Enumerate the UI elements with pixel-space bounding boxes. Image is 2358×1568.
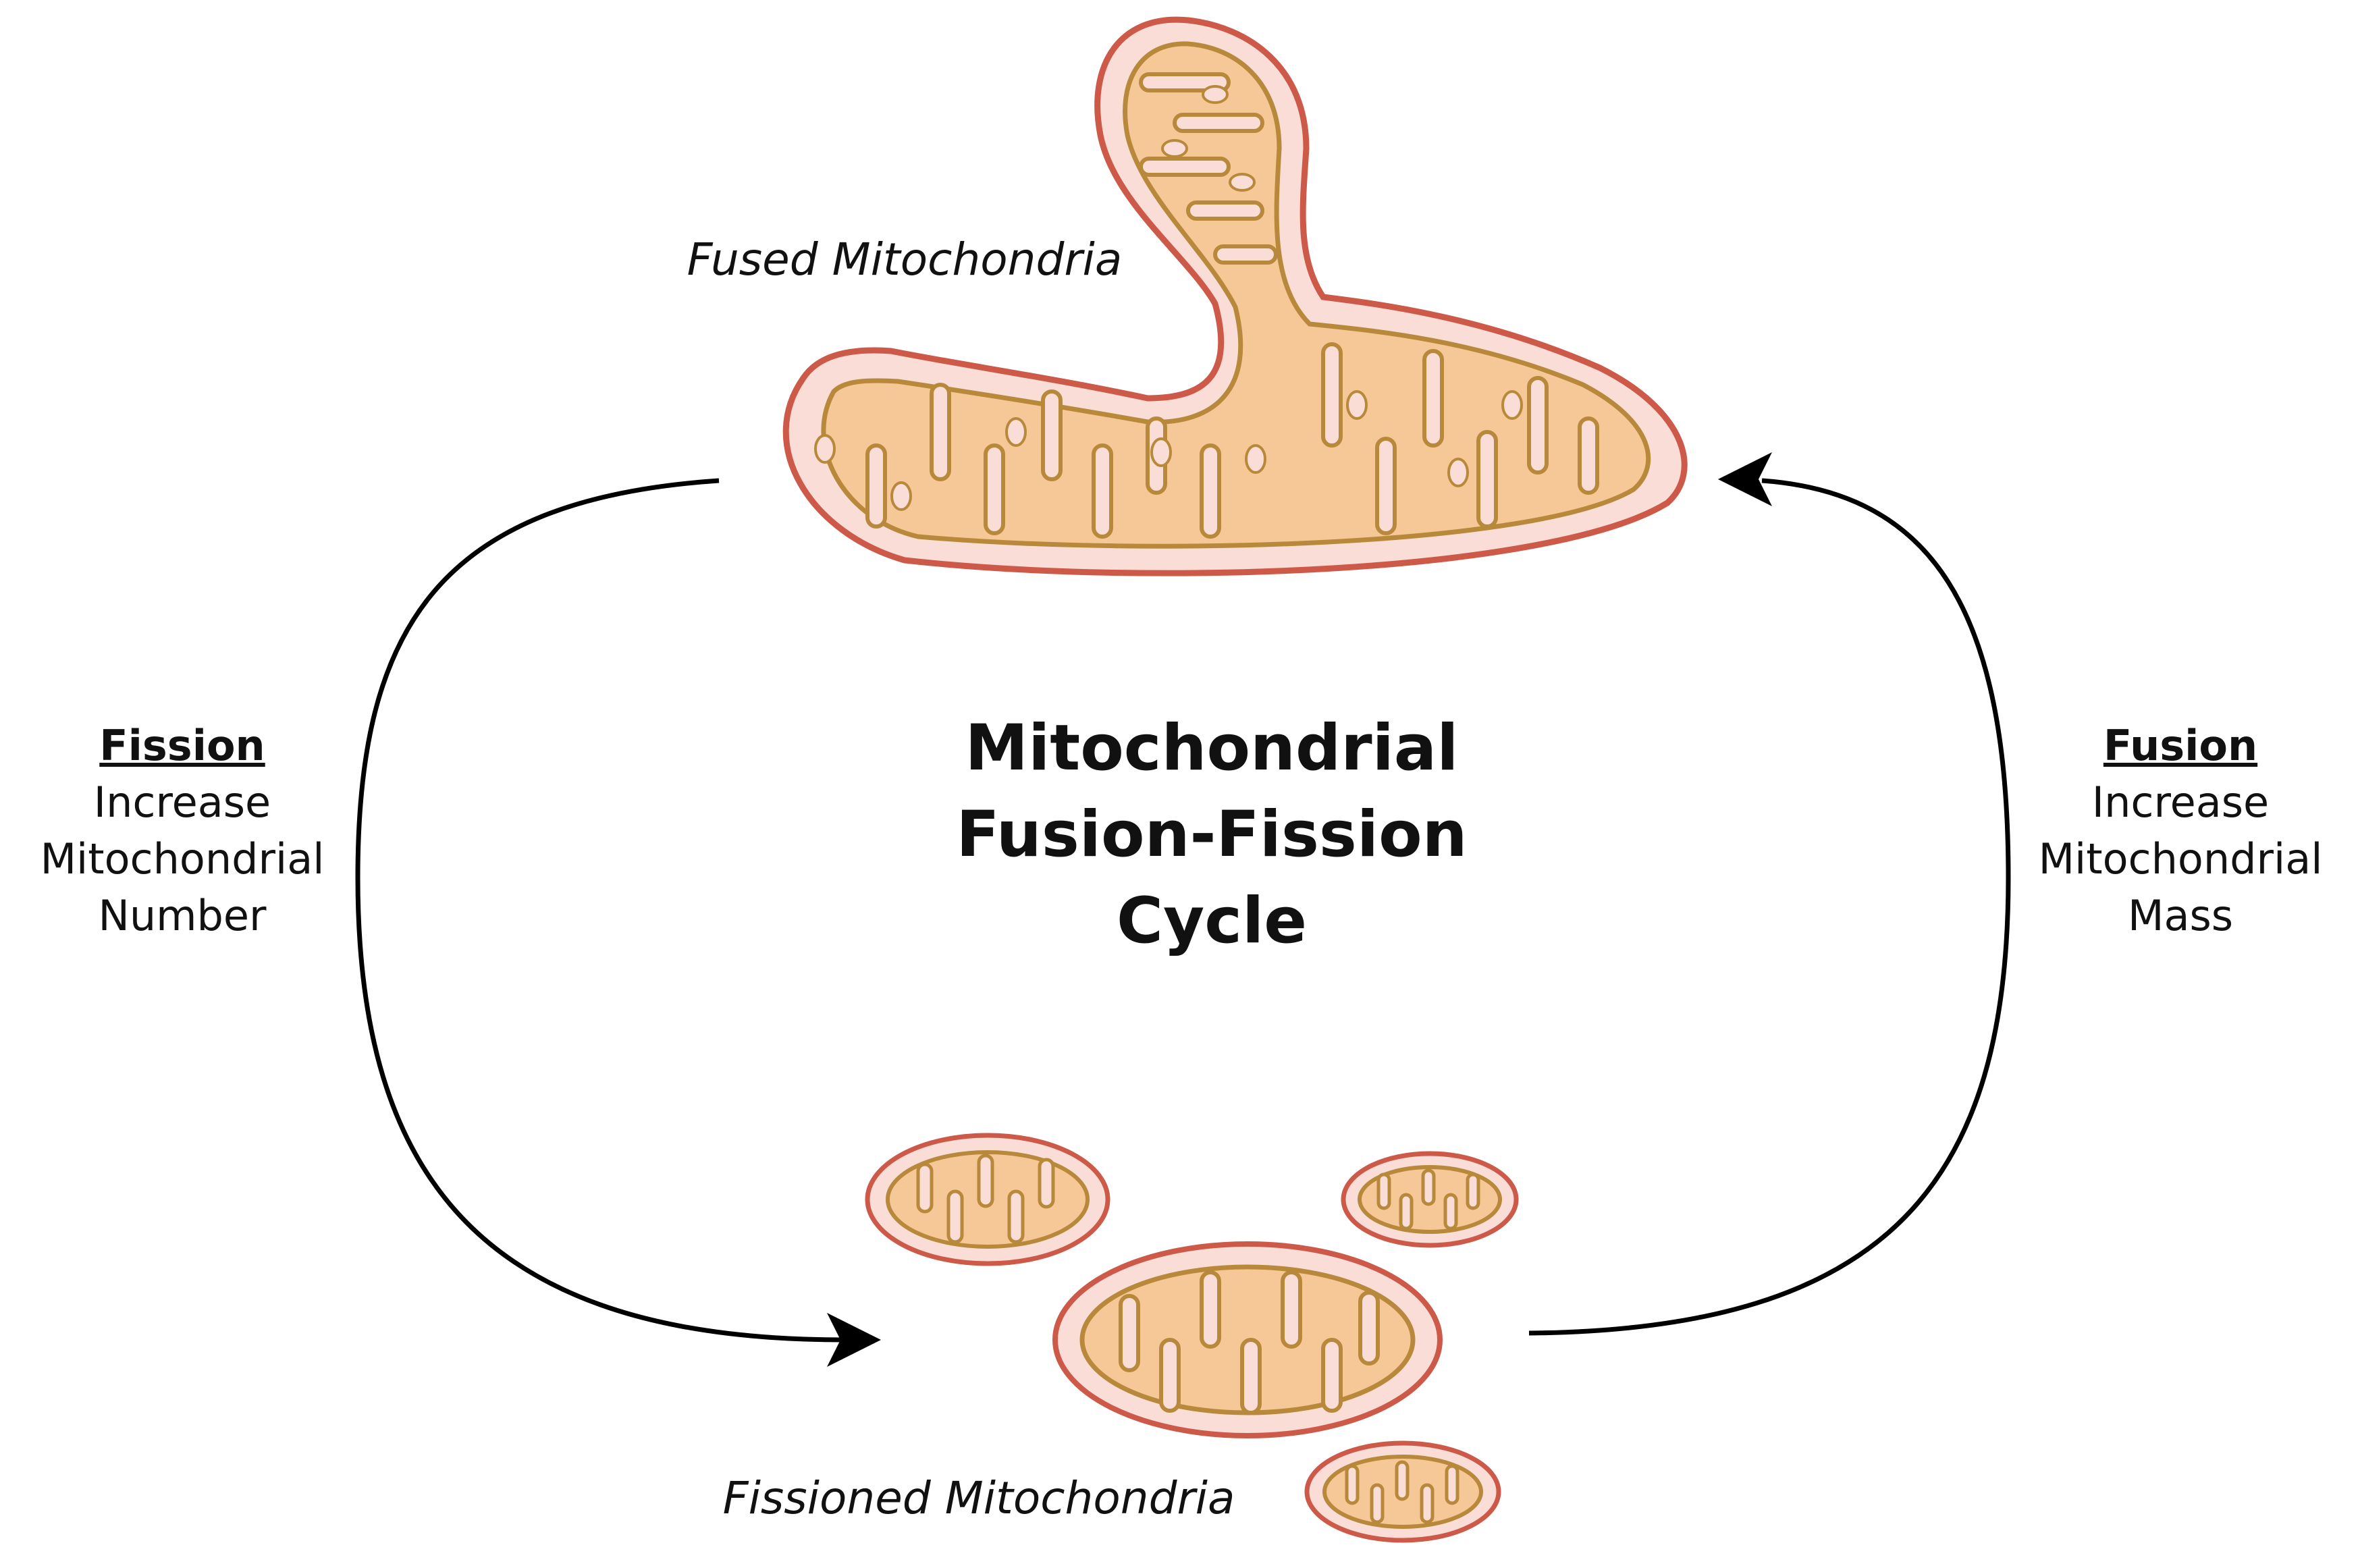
fusion-label: Fusion Increase Mitochondrial Mass [2005,718,2356,944]
small-mitochondrion-1 [865,1133,1110,1266]
small-mitochondrion-3 [1304,1440,1501,1543]
fission-heading: Fission [99,721,265,770]
fission-line-3: Number [98,891,267,940]
fusion-line-2: Mitochondrial [2038,834,2323,884]
fission-arrowhead [827,1313,881,1367]
fission-line-1: Increase [93,778,271,827]
title-line-3: Cycle [1117,884,1307,958]
fissioned-mitochondrion-icon [865,1133,1519,1543]
fused-label: Fused Mitochondria [687,234,1123,286]
title-line-2: Fusion-Fission [956,798,1468,871]
fusion-arrowhead [1718,452,1772,506]
fusion-arrow [1528,478,2011,1336]
fusion-line-1: Increase [2091,778,2270,827]
fission-arrow [355,478,845,1343]
fused-mitochondrion-icon [782,16,1688,576]
small-mitochondrion-2 [1341,1151,1519,1248]
large-mitochondrion [1052,1241,1443,1438]
fusion-heading: Fusion [2103,721,2258,770]
page-title: Mitochondrial Fusion-Fission Cycle [878,705,1546,965]
title-line-1: Mitochondrial [965,711,1459,785]
fusion-line-3: Mass [2127,891,2234,940]
fission-label: Fission Increase Mitochondrial Number [7,718,358,944]
fissioned-label: Fissioned Mitochondria [722,1472,1235,1524]
fission-line-2: Mitochondrial [40,834,325,884]
